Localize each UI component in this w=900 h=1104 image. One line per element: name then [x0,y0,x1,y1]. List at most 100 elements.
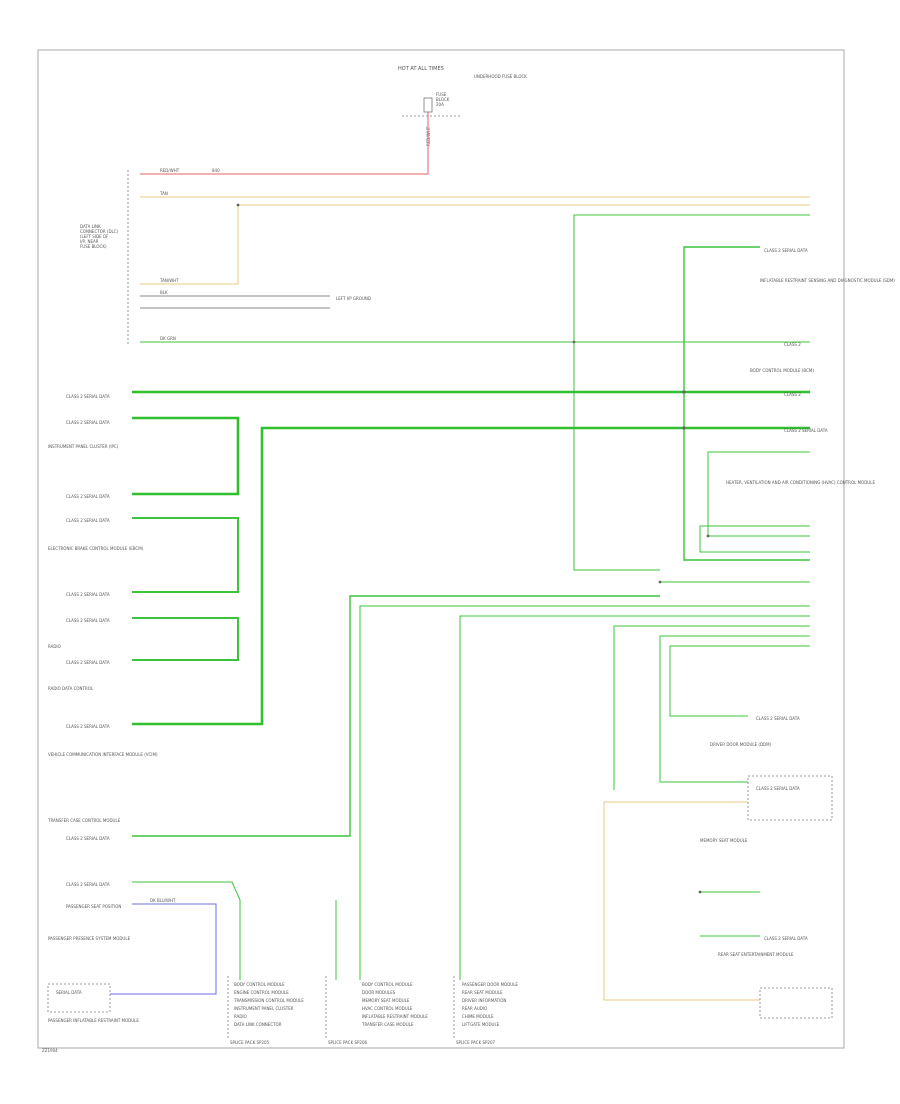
left-module-7-box [47,983,111,1013]
left-module-0-pin-1: CLASS 2 SERIAL DATA [66,420,110,425]
wire-main-5 [132,617,239,661]
right-module-1-pin-1: CLASS 2 [784,392,801,397]
right-module-5-pin-0: CLASS 2 SERIAL DATA [764,936,808,941]
wire-main-8 [459,615,810,980]
left-module-0-pin-0: CLASS 2 SERIAL DATA [66,394,110,399]
splice-pack-1-row-3: HVAC CONTROL MODULE [362,1006,413,1011]
splice-pack-2-row-0: PASSENGER DOOR MODULE [462,982,518,987]
splice-pack-2-row-1: REAR SEAT MODULE [462,990,503,995]
right-module-1: BODY CONTROL MODULE (BCM) [750,368,814,373]
wire-label-red-gauge: 840 [212,168,220,173]
wire-label-blk: BLK [160,290,168,295]
splice-pack-0: SPLICE PACK SP205 BODY CONTROL MODULE EN… [227,976,304,1045]
splice-dot [706,534,710,538]
left-module-4-pin-0: CLASS 2 SERIAL DATA [66,724,110,729]
fuse-icon [423,97,433,113]
left-module-4: VEHICLE COMMUNICATION INTERFACE MODULE (… [48,752,158,757]
splice-pack-1-row-1: DOOR MODULES [362,990,396,995]
wire-label-tan: TAN [159,191,168,196]
splice-dot [572,340,576,344]
fuse-block-note: UNDERHOOD FUSE BLOCK [474,74,527,79]
left-module-5-pin-0: CLASS 2 SERIAL DATA [66,836,110,841]
splice-pack-1-name: SPLICE PACK SP206 [328,1040,368,1045]
splice-pack-0-row-5: DATA LINK CONNECTOR [234,1022,282,1027]
left-module-3: RADIO DATA CONTROL [48,686,94,691]
left-module-3-pin-0: CLASS 2 SERIAL DATA [66,660,110,665]
wire-main-3 [132,426,810,726]
left-module-6-pin-0: CLASS 2 SERIAL DATA [66,882,110,887]
splice-pack-0-row-1: ENGINE CONTROL MODULE [234,990,289,995]
splice-dot [698,890,702,894]
splice-pack-2-name: SPLICE PACK SP207 [456,1040,496,1045]
splice-dot [682,390,686,394]
left-module-7: PASSENGER INFLATABLE RESTRAINT MODULE [48,1018,139,1023]
splice-pack-0-row-0: BODY CONTROL MODULE [234,982,285,987]
right-module-3: DRIVER DOOR MODULE (DDM) [710,742,772,747]
left-module-1-pin-0: CLASS 2 SERIAL DATA [66,494,110,499]
splice-dot [236,203,240,207]
right-module-0: INFLATABLE RESTRAINT SENSING AND DIAGNOS… [760,278,895,283]
right-module-0-pin-0: CLASS 2 SERIAL DATA [764,248,808,253]
splice-pack-2: SPLICE PACK SP207 PASSENGER DOOR MODULE … [453,976,518,1045]
left-module-1-pin-1: CLASS 2 SERIAL DATA [66,518,110,523]
right-module-5: REAR SEAT ENTERTAINMENT MODULE [718,952,794,957]
splice-dot [682,426,686,430]
splice-pack-0-row-3: INSTRUMENT PANEL CLUSTER [234,1006,294,1011]
splice-pack-2-row-5: LIFTGATE MODULE [462,1022,500,1027]
diagram-frame [37,49,845,1049]
wire-label-blu: DK BLU/WHT [150,898,176,903]
right-module-1-pin-0: CLASS 2 [784,342,801,347]
wire-main-6 [132,595,660,837]
right-modules: INFLATABLE RESTRAINT SENSING AND DIAGNOS… [700,248,895,1019]
splice-pack-1-row-2: MEMORY SEAT MODULE [362,998,410,1003]
left-module-5: TRANSFER CASE CONTROL MODULE [47,818,121,823]
wire-tan-lower [603,801,760,1001]
wire-main-12 [707,451,810,537]
fuse-block: HOT AT ALL TIMES UNDERHOOD FUSE BLOCK FU… [398,66,527,146]
splice-pack-0-row-2: TRANSMISSION CONTROL MODULE [233,998,304,1003]
left-module-2-pin-0: CLASS 2 SERIAL DATA [66,592,110,597]
ground-label: LEFT I/P GROUND [336,296,371,301]
wire-main-14 [132,881,241,980]
fuse-block-title: HOT AT ALL TIMES [398,66,444,72]
splice-pack-0-row-4: RADIO [234,1014,247,1019]
splice-pack-0-name: SPLICE PACK SP205 [230,1040,270,1045]
splice-dots [236,203,710,894]
wire-label-tan-wht: TAN/WHT [159,278,179,283]
trunk-green-b [683,246,810,561]
left-modules: INSTRUMENT PANEL CLUSTER (IPC) CLASS 2 S… [47,394,158,1023]
left-module-6-pin-1: PASSENGER SEAT POSITION [66,904,121,909]
wire-tan-2 [140,204,810,285]
wire-main-10 [659,635,810,783]
wire-label-grn-dlc: DK GRN [160,336,176,341]
wire-main-2 [132,416,240,496]
power-wire-red [140,112,429,175]
left-module-1: ELECTRONIC BRAKE CONTROL MODULE (EBCM) [48,546,144,551]
footer-code: ZZ1904 [42,1048,58,1053]
wire-blue [110,903,217,995]
splice-pack-1-row-0: BODY CONTROL MODULE [362,982,413,987]
left-module-0: INSTRUMENT PANEL CLUSTER (IPC) [48,444,119,449]
bottom-splices: SPLICE PACK SP205 BODY CONTROL MODULE EN… [227,976,518,1045]
wire-main-9 [613,625,810,790]
splice-pack-1: SPLICE PACK SP206 BODY CONTROL MODULE DO… [325,976,428,1045]
splice-pack-2-row-2: DRIVER INFORMATION [462,998,506,1003]
right-module-3-pin-0: CLASS 2 SERIAL DATA [756,716,800,721]
left-module-2: RADIO [48,644,61,649]
right-module-4-pin-0: CLASS 2 SERIAL DATA [756,786,800,791]
splice-dot [658,580,662,584]
splice-pack-2-row-3: REAR AUDIO [462,1006,487,1011]
right-module-2-pin-0: CLASS 2 SERIAL DATA [784,428,828,433]
wire-main-4 [132,517,239,593]
left-module-6: PASSENGER PRESENCE SYSTEM MODULE [48,936,131,941]
left-module-7-pin-0: SERIAL DATA [56,990,82,995]
right-module-4: MEMORY SEAT MODULE [700,838,748,843]
right-module-6-box [759,987,833,1019]
wire-label-red: RED/WHT [160,168,180,173]
wire-main-13 [699,525,810,553]
